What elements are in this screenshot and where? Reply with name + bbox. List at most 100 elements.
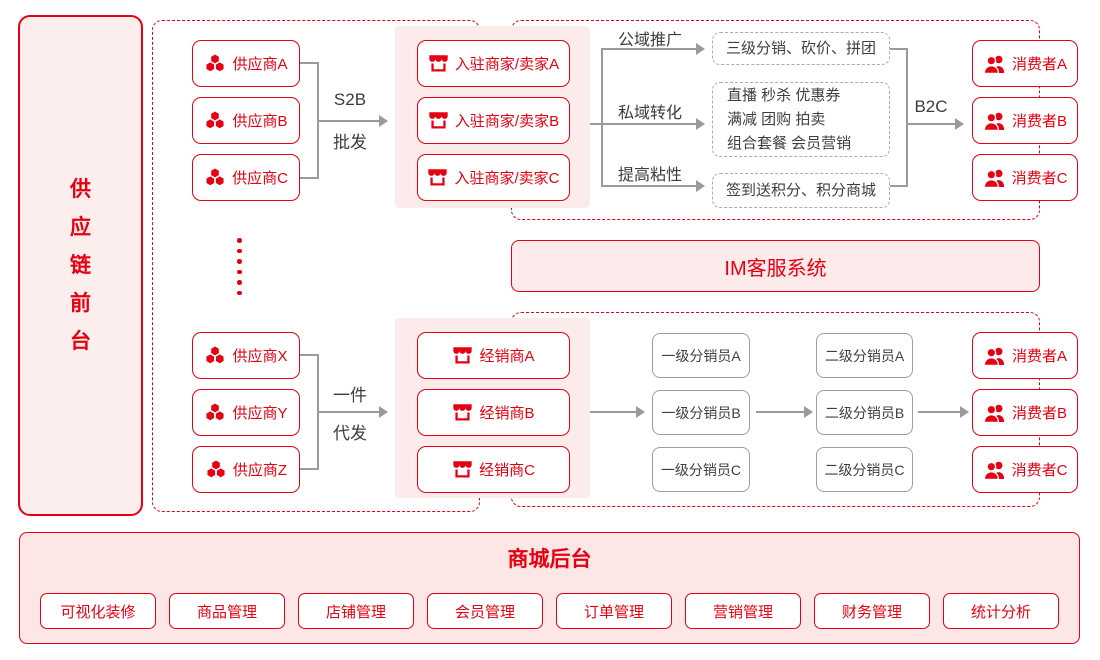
arrow-head [696,118,705,130]
level1-distributor-box: 一级分销员A [652,333,750,378]
strategy-box-distribution: 三级分销、砍价、拼团 [712,32,890,65]
consumer-box: 消费者C [972,446,1078,493]
branch-label-public: 公域推广 [617,32,682,49]
hexagon-cluster-icon [204,111,226,130]
level2-distributor-box: 二级分销员C [816,447,913,492]
arrow-head [960,406,969,418]
consumer-box: 消费者B [972,97,1078,144]
arrow-head [379,115,388,127]
arrow-head [379,406,388,418]
backend-button-goods: 商品管理 [169,593,285,629]
merchant-label: 入驻商家/卖家B [454,113,560,130]
dealer-label: 经销商C [479,462,535,479]
merchant-box: 入驻商家/卖家C [417,154,570,201]
hexagon-cluster-icon [204,54,226,73]
arrow-line [918,411,961,413]
connector-line [590,123,603,125]
arrow-line [601,123,697,125]
hexagon-cluster-icon [204,168,226,187]
border-gap-patch [470,208,486,318]
dealer-label: 经销商B [479,405,535,422]
branch-label-private: 私域转化 [617,105,682,122]
supplier-label: 供应商Y [232,405,288,422]
arrow-head [636,406,645,418]
dealer-label: 经销商A [479,348,535,365]
consumer-label: 消费者C [1011,462,1068,479]
hexagon-cluster-icon [204,346,226,365]
consumer-box: 消费者A [972,40,1078,87]
arrow-head [696,180,705,192]
sidebar-supply-chain-front: 供 应 链 前 台 [18,15,143,516]
backend-title: 商城后台 [507,548,592,571]
sidebar-char: 台 [70,329,91,353]
s2b-label: S2B [333,90,367,109]
level2-distributor-box: 二级分销员B [816,390,913,435]
wholesale-label: 批发 [333,133,367,152]
hexagon-cluster-icon [205,460,227,479]
backend-button-row: 可视化装修 商品管理 店铺管理 会员管理 订单管理 营销管理 财务管理 统计分析 [40,593,1059,629]
strategy-text: 签到送积分、积分商城 [725,181,876,199]
consumer-box: 消费者A [972,332,1078,379]
bracket-line [300,354,319,356]
backend-button-shop: 店铺管理 [298,593,414,629]
consumer-label: 消费者A [1011,348,1067,365]
arrow-line [590,411,637,413]
im-service-label: IM客服系统 [724,257,827,280]
b2c-label: B2C [914,97,948,116]
merchant-box: 入驻商家/卖家B [417,97,570,144]
sidebar-char: 应 [70,215,91,239]
supplier-box: 供应商C [192,154,300,201]
strategy-text: 直播 秒杀 优惠券 [727,86,841,104]
branch-line [601,48,603,187]
backend-button-decorate: 可视化装修 [40,593,156,629]
supplier-box: 供应商Z [192,446,300,493]
level1-distributor-box: 一级分销员C [652,447,750,492]
sidebar-char: 前 [70,291,91,315]
supplier-box: 供应商A [192,40,300,87]
consumer-label: 消费者A [1011,56,1067,73]
ellipsis-dots [237,238,242,295]
supplier-label: 供应商C [232,170,288,187]
bracket-line [300,468,319,470]
dealer-box: 经销商C [417,446,570,493]
strategy-text: 三级分销、砍价、拼团 [725,39,876,57]
arrow-line [601,185,697,187]
bracket-line [300,177,319,179]
strategy-text: 满减 团购 拍卖 [727,110,826,128]
level2-distributor-box: 二级分销员A [816,333,913,378]
supplier-label: 供应商A [232,56,288,73]
bracket-line [890,48,908,50]
storefront-icon [427,168,448,187]
mall-backend-panel: 商城后台 可视化装修 商品管理 店铺管理 会员管理 订单管理 营销管理 财务管理… [19,532,1080,644]
merchant-label: 入驻商家/卖家A [454,56,560,73]
backend-button-order: 订单管理 [556,593,672,629]
hexagon-cluster-icon [204,403,226,422]
backend-button-member: 会员管理 [427,593,543,629]
storefront-icon [452,460,473,479]
supplier-box: 供应商Y [192,389,300,436]
arrow-line [317,120,380,122]
dropship-label-2: 代发 [333,424,367,443]
dealer-box: 经销商B [417,389,570,436]
backend-button-statistics: 统计分析 [943,593,1059,629]
users-icon [983,460,1006,480]
users-icon [983,403,1006,423]
sidebar-char: 链 [70,253,91,277]
users-icon [983,168,1006,188]
backend-button-finance: 财务管理 [814,593,930,629]
arrow-line [601,48,697,50]
users-icon [983,54,1006,74]
supplier-label: 供应商X [232,348,288,365]
supplier-box: 供应商X [192,332,300,379]
arrow-line [906,123,956,125]
storefront-icon [452,346,473,365]
strategy-box-conversion: 直播 秒杀 优惠券 满减 团购 拍卖 组合套餐 会员营销 [712,82,890,157]
arrow-line [756,411,805,413]
arrow-line [317,411,380,413]
users-icon [983,111,1006,131]
consumer-label: 消费者C [1011,170,1068,187]
sidebar-char: 供 [70,177,91,201]
supplier-box: 供应商B [192,97,300,144]
merchant-box: 入驻商家/卖家A [417,40,570,87]
